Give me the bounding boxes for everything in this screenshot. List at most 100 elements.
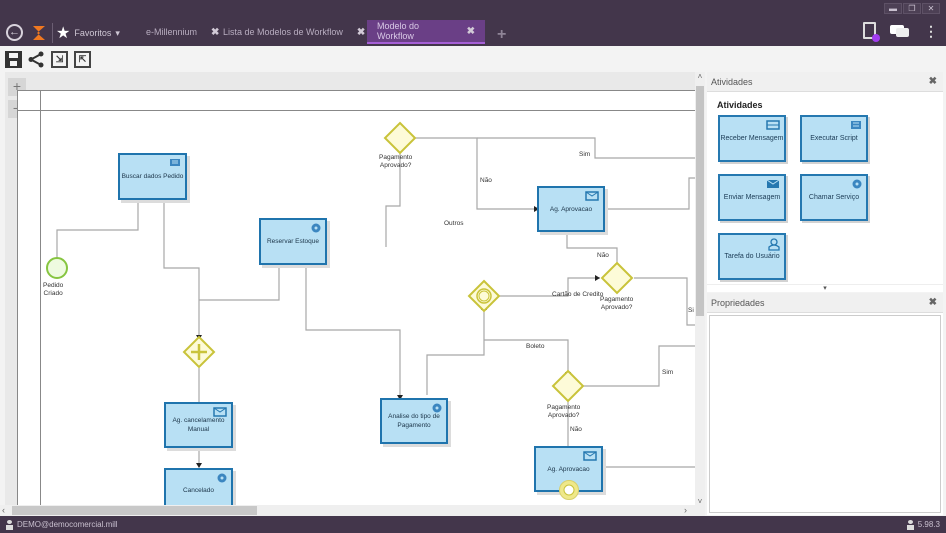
close-tab-icon[interactable]: ✖ <box>466 25 475 37</box>
flow-boleto <box>484 339 569 372</box>
flow-label-nao-mid: Não <box>597 252 609 259</box>
toolbar: ⇲ ⇱ <box>0 46 946 72</box>
script-icon <box>850 120 862 132</box>
favorites-menu[interactable]: ★ Favoritos ▾ <box>56 22 120 44</box>
more-vertical-icon[interactable]: ⋮ <box>924 22 938 39</box>
palette-expand-icon[interactable]: ▾ <box>707 284 943 292</box>
flow-label-sim-bottom: Sim <box>662 369 674 376</box>
close-tab-icon[interactable]: ✖ <box>211 26 220 38</box>
flow-label-si: Si <box>688 307 694 314</box>
title-bar: ▬ ❐ ✕ ← ★ Favoritos ▾ e-Millennium ✖ Lis… <box>0 0 946 46</box>
scroll-down-icon[interactable]: ˅ <box>697 497 703 506</box>
panel-title: Propriedades <box>711 297 765 308</box>
vertical-scrollbar[interactable]: ˄ ˅ <box>695 72 705 506</box>
task-buscar-dados-pedido[interactable]: Buscar dados Pedido <box>118 153 187 200</box>
flow-analise-evgw <box>426 310 485 395</box>
export-icon[interactable]: ⇲ <box>51 50 68 68</box>
lane-border <box>40 90 41 506</box>
close-window-button[interactable]: ✕ <box>922 3 940 14</box>
user-icon <box>6 519 13 530</box>
envelope-icon <box>583 451 597 464</box>
restore-button[interactable]: ❐ <box>903 3 921 14</box>
properties-content <box>709 315 941 513</box>
save-icon[interactable] <box>5 50 22 68</box>
close-panel-icon[interactable]: ✖ <box>928 297 937 308</box>
flow-label-sim-top: Sim <box>579 151 591 158</box>
header-actions: ⋮ <box>863 22 938 42</box>
lane-border <box>17 90 695 91</box>
task-cancelado[interactable]: Cancelado <box>164 468 233 506</box>
plus-icon <box>191 344 207 360</box>
flow-buscar-gateway <box>163 202 200 335</box>
notification-dot <box>872 34 880 42</box>
arrow-head <box>534 206 539 212</box>
scroll-up-icon[interactable]: ˄ <box>697 72 703 81</box>
user-email: DEMO@democomercial.mill <box>17 520 118 529</box>
exclusive-gateway-bottom[interactable] <box>551 369 585 403</box>
flow-start-buscar <box>56 202 139 258</box>
info-icon <box>906 519 914 530</box>
clipboard-icon[interactable] <box>863 22 880 42</box>
app-logo-icon[interactable] <box>31 24 47 42</box>
properties-panel: Propriedades ✖ <box>707 293 943 515</box>
arrow-head <box>397 395 403 400</box>
properties-panel-header: Propriedades ✖ <box>707 293 943 313</box>
flow-reservar-analise <box>305 267 401 395</box>
tab-modelo-workflow[interactable]: Modelo do Workflow ✖ <box>367 20 485 44</box>
divider <box>52 23 53 43</box>
activities-panel-header: Atividades ✖ <box>707 72 943 92</box>
flow-label-cartao: Cartão de Credito <box>552 291 604 298</box>
palette-item-receber-mensagem[interactable]: Receber Mensagem <box>718 115 786 162</box>
flow-label-nao-top: Não <box>480 177 492 184</box>
start-event[interactable] <box>45 256 69 280</box>
exclusive-gateway-mid[interactable] <box>600 261 634 295</box>
horizontal-scrollbar[interactable]: ‹ › <box>0 505 705 516</box>
gateway-top-label: Pagamento Aprovado? <box>379 154 413 169</box>
task-ag-aprovacao-1[interactable]: Ag. Aprovacao <box>537 186 605 232</box>
window-controls: ▬ ❐ ✕ <box>884 3 940 14</box>
back-icon[interactable]: ← <box>6 24 23 41</box>
palette-item-executar-script[interactable]: Executar Script <box>800 115 868 162</box>
status-user: DEMO@democomercial.mill <box>6 519 118 530</box>
gateway-bottom-label: Pagamento Aprovado? <box>547 404 581 419</box>
diagram-area: + − <box>5 72 695 506</box>
task-reservar-estoque[interactable]: Reservar Estoque <box>259 218 327 265</box>
arrow-head <box>276 263 282 268</box>
service-icon <box>852 179 862 191</box>
scroll-thumb[interactable] <box>12 506 257 515</box>
parallel-gateway[interactable] <box>182 335 216 369</box>
share-icon[interactable] <box>28 51 45 68</box>
tab-lista-modelos[interactable]: Lista de Modelos de Workflow ✖ <box>213 20 375 44</box>
palette-item-chamar-servico[interactable]: Chamar Serviço <box>800 174 868 221</box>
favorites-label: Favoritos <box>74 28 112 38</box>
close-tab-icon[interactable]: ✖ <box>356 26 366 38</box>
palette-section-title: Atividades <box>717 100 763 110</box>
flow-nao-mid <box>566 233 618 263</box>
diagram-canvas[interactable]: Pedido Criado Buscar dados Pedido Reserv… <box>17 90 695 506</box>
event-based-gateway[interactable] <box>467 279 501 313</box>
flow-label-outros: Outros <box>444 220 464 227</box>
add-tab-icon[interactable]: + <box>497 26 507 43</box>
status-version: 5.98.3 <box>906 519 940 530</box>
boundary-timer-event[interactable] <box>558 479 580 501</box>
close-panel-icon[interactable]: ✖ <box>928 76 937 87</box>
tab-e-millennium[interactable]: e-Millennium ✖ <box>136 20 229 44</box>
inbox-icon <box>766 120 780 132</box>
service-icon <box>311 223 321 236</box>
palette-item-tarefa-usuario[interactable]: Tarefa do Usuário <box>718 233 786 280</box>
minimize-button[interactable]: ▬ <box>884 3 902 14</box>
palette-item-enviar-mensagem[interactable]: Enviar Mensagem <box>718 174 786 221</box>
flow-label-nao-bottom: Não <box>570 426 582 433</box>
exclusive-gateway-top[interactable] <box>383 121 417 155</box>
scroll-thumb[interactable] <box>696 86 704 316</box>
flow-mid-sim <box>634 277 695 326</box>
import-icon[interactable]: ⇱ <box>74 50 91 68</box>
scroll-left-icon[interactable]: ‹ <box>2 505 5 515</box>
chat-icon[interactable] <box>890 24 910 37</box>
service-icon <box>432 403 442 416</box>
timer-icon <box>563 484 575 496</box>
arrow-head <box>595 275 600 281</box>
scroll-right-icon[interactable]: › <box>684 505 687 515</box>
